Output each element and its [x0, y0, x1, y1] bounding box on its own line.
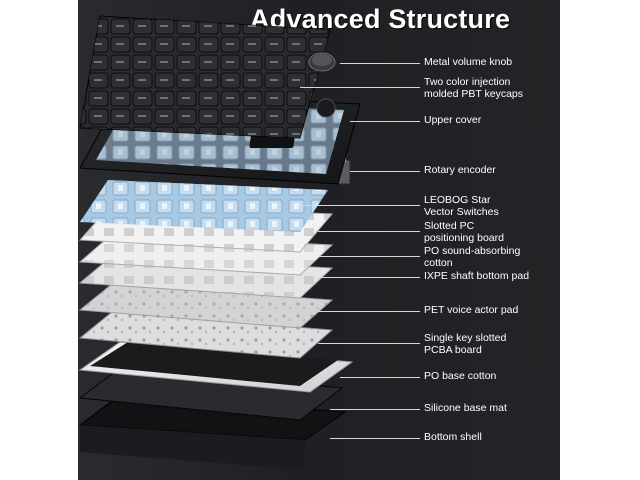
pcba-board-detail [80, 312, 332, 358]
leader-line [318, 231, 420, 232]
label-metal-volume-knob: Metal volume knob [424, 56, 513, 68]
label-upper-cover: Upper cover [424, 114, 482, 126]
pet-pad-detail [80, 284, 332, 328]
label-pc-positioning-board: Slotted PC positioning board [424, 220, 504, 244]
switches-detail [80, 180, 328, 232]
metal-volume-knob [308, 52, 336, 72]
label-pbt-keycaps: Two color injection molded PBT keycaps [424, 76, 524, 100]
leader-line [330, 409, 420, 410]
leader-line [318, 256, 420, 257]
label-bottom-shell: Bottom shell [424, 431, 482, 443]
label-silicone-base-mat: Silicone base mat [424, 402, 507, 414]
silicone-base-mat-layer [78, 367, 344, 421]
label-star-vector-switches: LEOBOG Star Vector Switches [424, 194, 499, 218]
leader-line [340, 63, 420, 64]
leader-line [350, 171, 420, 172]
leader-line [300, 205, 420, 206]
label-po-base-cotton: PO base cotton [424, 370, 497, 382]
keycaps-detail [80, 16, 330, 138]
leader-line [330, 438, 420, 439]
label-pcba-board: Single key slotted PCBA board [424, 332, 507, 356]
leader-line [318, 311, 420, 312]
leader-line [318, 343, 420, 344]
leader-line [300, 87, 420, 88]
bottom-shell-side [80, 425, 305, 470]
leader-line [318, 277, 420, 278]
label-rotary-encoder: Rotary encoder [424, 164, 496, 176]
knob-hole [316, 98, 336, 118]
label-ixpe-shaft-bottom-pad: IXPE shaft bottom pad [424, 270, 530, 282]
label-pet-voice-actor-pad: PET voice actor pad [424, 304, 519, 316]
leader-line [350, 121, 420, 122]
leader-line [340, 377, 420, 378]
base-tray [90, 342, 338, 386]
label-po-sound-absorbing-cotton: PO sound-absorbing cotton [424, 245, 521, 269]
